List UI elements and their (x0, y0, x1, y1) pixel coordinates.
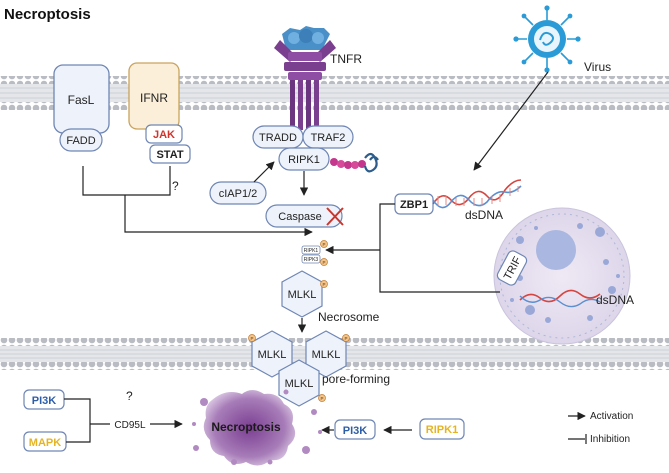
jak-node: JAK (145, 124, 183, 144)
jak-label: JAK (153, 129, 175, 141)
caspase-label: Caspase (278, 211, 321, 223)
stat-node: STAT (149, 144, 191, 164)
stat-label: STAT (156, 149, 183, 161)
pi3k-left-node: PI3K (23, 389, 65, 410)
pi3k-right-node: PI3K (334, 419, 376, 440)
ciap-to-ripk1-arrow (253, 161, 275, 183)
svg-text:P: P (322, 242, 325, 247)
ripk1-right-node: RIPK1 (419, 418, 465, 440)
ripk1-label: RIPK1 (288, 154, 320, 166)
virus-icon (513, 5, 581, 73)
cd95l-label: CD95L (114, 420, 146, 431)
legend-activation-label: Activation (590, 411, 633, 422)
question-mark-bottom: ? (126, 389, 133, 403)
nucleus-cell-icon (493, 207, 631, 345)
traf2-node: TRAF2 (302, 125, 354, 149)
ripk1-node: RIPK1 (278, 147, 330, 171)
legend-inhibition-label: Inhibition (590, 434, 630, 445)
pore-forming-label: pore-forming (322, 372, 390, 386)
tnfr-receptor-icon (274, 40, 336, 130)
necroptotic-cell-icon (192, 389, 322, 466)
pi3k-mapk-connector (64, 398, 183, 443)
zbp1-label: ZBP1 (400, 199, 428, 211)
mapk-label: MAPK (29, 437, 61, 449)
svg-text:P: P (250, 336, 253, 341)
tnf-ligand-icon (282, 26, 330, 50)
ripk1-right-label: RIPK1 (426, 424, 458, 436)
svg-text:P: P (344, 336, 347, 341)
ripk1-ripk3-complex: RIPK1 RIPK3 P P (301, 240, 328, 266)
dsdna-label-nucleus: dsDNA (596, 293, 634, 307)
question-mark-top: ? (172, 179, 179, 193)
tradd-node: TRADD (252, 125, 304, 149)
svg-text:MLKL: MLKL (258, 349, 287, 361)
legend-inhibition-symbol (568, 434, 587, 444)
zbp1-node: ZBP1 (394, 193, 434, 215)
fas-ifnr-connector (82, 166, 313, 237)
ifnr-label: IFNR (140, 91, 168, 105)
mlkl-pore-complex: MLKL MLKL MLKL P P P (248, 330, 350, 407)
fasl-label: FasL (68, 93, 95, 107)
ifnr-receptor: IFNR (128, 62, 180, 130)
ciap-node: cIAP1/2 (209, 181, 267, 205)
svg-text:MLKL: MLKL (312, 349, 341, 361)
svg-text:P: P (322, 260, 325, 265)
caspase-inhibited-x-icon (326, 207, 344, 226)
necroptosis-cell-label: Necroptosis (211, 420, 281, 434)
ripk3-small-label: RIPK3 (304, 257, 319, 263)
ciap-label: cIAP1/2 (219, 188, 258, 200)
ubiquitin-chain-icon (330, 152, 379, 173)
traf2-label: TRAF2 (311, 132, 346, 144)
svg-text:MLKL: MLKL (285, 378, 314, 390)
virus-to-dsdna-arrow (473, 71, 549, 171)
svg-text:P: P (320, 396, 323, 401)
caspase-node: Caspase (265, 204, 343, 228)
necrosome-label: Necrosome (318, 310, 380, 324)
mlkl-necrosome-node: MLKL P (281, 270, 328, 318)
page-title: Necroptosis (4, 6, 91, 23)
trif-node: TRIF (496, 250, 528, 286)
ripk1-small-label: RIPK1 (304, 248, 319, 254)
zbp1-trif-connector (325, 203, 500, 293)
svg-text:MLKL: MLKL (288, 289, 317, 301)
pi3k-right-label: PI3K (343, 425, 368, 437)
virus-label: Virus (584, 60, 611, 74)
dsdna-label-top: dsDNA (465, 208, 503, 222)
tradd-label: TRADD (259, 132, 297, 144)
fasl-receptor: FasL (53, 64, 110, 134)
fadd-label: FADD (66, 135, 95, 147)
tnfr-label: TNFR (330, 52, 362, 66)
svg-text:P: P (322, 282, 325, 287)
fadd-node: FADD (59, 128, 103, 152)
legend: Activation Inhibition (568, 411, 633, 445)
mapk-node: MAPK (23, 431, 67, 452)
pi3k-left-label: PI3K (32, 395, 57, 407)
dsdna-helix-icon (432, 179, 522, 209)
